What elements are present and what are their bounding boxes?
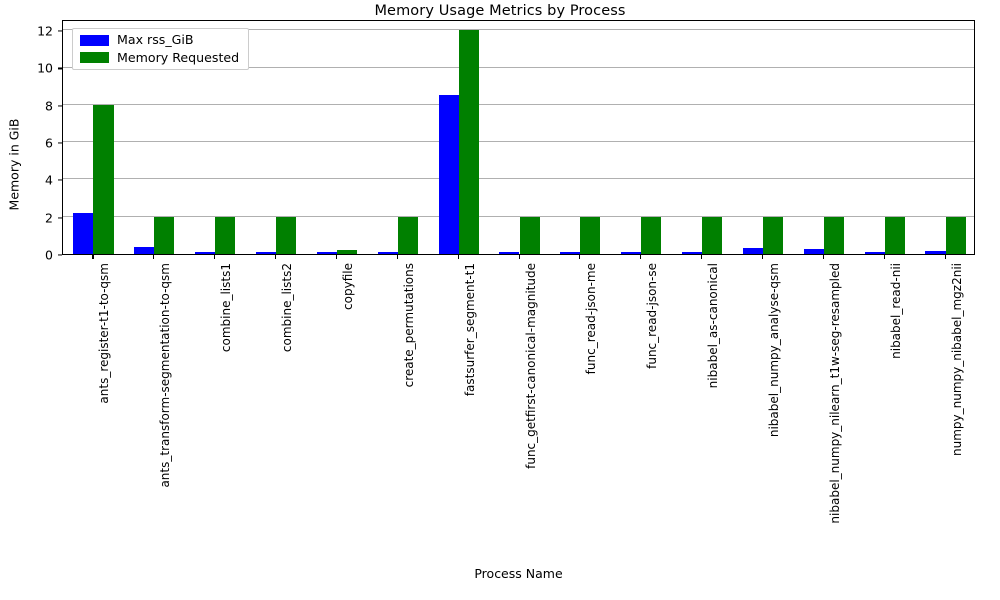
x-tick-mark <box>457 255 459 259</box>
plot-area <box>62 20 975 255</box>
x-tick-mark <box>761 255 764 259</box>
y-tick-mark <box>58 142 62 144</box>
bar-max-rss <box>742 248 763 254</box>
bar-max-rss <box>73 212 94 254</box>
bar-memory-requested <box>762 216 784 254</box>
x-tick-mark <box>214 255 216 259</box>
x-tick-mark <box>883 255 885 259</box>
x-tick-mark <box>518 255 520 259</box>
bar-max-rss <box>316 252 337 254</box>
bar-memory-requested <box>336 250 357 254</box>
y-axis-label: Memory in GiB <box>6 118 22 211</box>
gridline <box>63 141 974 143</box>
bar-memory-requested <box>580 216 601 254</box>
gridline <box>63 178 974 180</box>
x-tick-mark <box>701 255 703 259</box>
x-tick-label: func_read-json-se <box>645 263 660 369</box>
legend-swatch-max-rss <box>80 34 109 46</box>
bar-max-rss <box>925 250 946 254</box>
y-tick-label-10: 10 <box>37 60 53 76</box>
x-axis: ants_register-t1-to-qsm ants_transform-se… <box>62 255 975 575</box>
x-tick-mark <box>92 255 94 259</box>
x-tick-mark <box>335 255 337 259</box>
bar-max-rss <box>621 251 642 254</box>
y-tick-label-12: 12 <box>37 23 53 39</box>
bar-memory-requested <box>823 216 844 254</box>
bar-memory-requested <box>93 104 114 254</box>
x-tick-label: ants_register-t1-to-qsm <box>97 263 112 404</box>
y-tick-mark <box>58 179 62 181</box>
bar-max-rss <box>803 249 824 254</box>
gridline <box>63 66 974 68</box>
x-tick-label: fastsurfer_segment-t1 <box>462 263 477 397</box>
bar-memory-requested <box>397 216 418 254</box>
bar-memory-requested <box>458 30 479 254</box>
y-tick-mark <box>58 254 62 256</box>
y-axis: 0 2 4 6 8 10 12 <box>0 20 62 263</box>
y-tick-label-8: 8 <box>45 98 53 114</box>
gridline <box>63 215 974 217</box>
bar-max-rss <box>438 95 459 254</box>
x-tick-mark <box>275 255 277 259</box>
bar-max-rss <box>255 251 277 254</box>
x-tick-label: nibabel_read-nii <box>888 263 903 359</box>
bars-layer <box>63 21 974 254</box>
gridline <box>63 103 974 105</box>
x-tick-label: create_permutations <box>401 263 416 388</box>
bar-max-rss <box>377 251 398 254</box>
y-axis-title-wrap: Memory in GiB <box>0 20 62 255</box>
gridline <box>63 29 974 31</box>
y-tick-label-0: 0 <box>45 247 53 263</box>
bar-max-rss <box>134 246 155 254</box>
x-tick-label: ants_transform-segmentation-to-qsm <box>158 263 173 488</box>
bar-max-rss <box>682 251 703 254</box>
x-tick-label: nibabel_numpy_nilearn_t1w-seg-resampled <box>827 263 842 524</box>
bar-max-rss <box>560 251 581 254</box>
bar-max-rss <box>864 251 885 254</box>
legend-swatch-memory-requested <box>80 52 109 64</box>
y-tick-label-2: 2 <box>45 210 53 226</box>
x-tick-mark <box>822 255 824 259</box>
x-tick-mark <box>640 255 642 259</box>
bar-memory-requested <box>702 216 723 254</box>
bar-memory-requested <box>215 216 236 254</box>
x-tick-label: func_read-json-me <box>584 263 599 375</box>
bar-memory-requested <box>154 216 175 254</box>
x-tick-label: numpy_numpy_nibabel_mgz2nii <box>949 263 964 456</box>
x-tick-label: nibabel_as-canonical <box>706 263 721 389</box>
bar-memory-requested <box>519 216 540 254</box>
y-tick-mark <box>58 30 62 32</box>
x-tick-label: combine_lists1 <box>219 263 234 353</box>
bar-memory-requested <box>276 216 297 254</box>
gridlines <box>63 21 974 254</box>
chart-legend: Max rss_GiB Memory Requested <box>72 28 250 71</box>
bar-max-rss <box>195 251 216 254</box>
bar-memory-requested <box>945 216 966 254</box>
legend-item: Max rss_GiB <box>80 32 239 47</box>
x-tick-mark <box>944 255 946 259</box>
bar-max-rss <box>499 251 520 254</box>
legend-item: Memory Requested <box>80 49 240 65</box>
y-tick-mark <box>58 105 62 107</box>
x-tick-label: combine_lists2 <box>280 263 295 353</box>
x-axis-label: Process Name <box>474 566 563 581</box>
bar-memory-requested <box>884 216 905 254</box>
x-tick-label: copyfile <box>340 263 355 310</box>
chart-title: Memory Usage Metrics by Process <box>374 3 626 19</box>
y-tick-mark <box>58 217 62 219</box>
x-tick-mark <box>579 255 581 259</box>
x-tick-mark <box>396 255 398 259</box>
y-tick-label-6: 6 <box>45 135 53 151</box>
x-tick-label: func_getfirst-canonical-magnitude <box>523 263 538 469</box>
legend-label: Memory Requested <box>117 49 240 65</box>
y-tick-label-4: 4 <box>45 172 53 188</box>
legend-label: Max rss_GiB <box>117 32 194 47</box>
x-tick-label: nibabel_numpy_analyse-qsm <box>766 263 781 438</box>
bar-memory-requested <box>641 216 662 254</box>
x-tick-mark <box>153 255 155 259</box>
y-tick-mark <box>58 67 62 70</box>
